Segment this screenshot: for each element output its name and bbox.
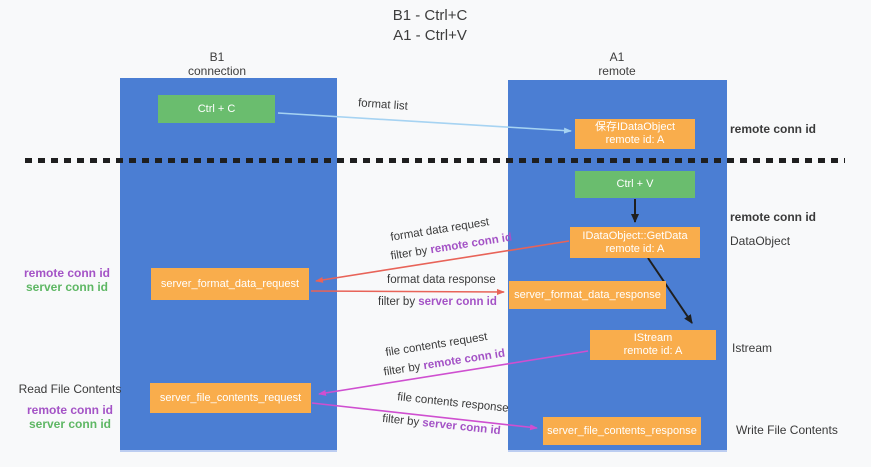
save-idataobject-node: 保存IDataObject remote id: A: [575, 119, 695, 149]
remote-conn-id-label-left2: remote conn id: [26, 403, 113, 417]
session-separator-dashed-line: [25, 158, 845, 163]
right-column-role: remote: [598, 64, 636, 78]
getdata-line1: IDataObject::GetData: [582, 229, 688, 242]
format-data-response-filter-label: filter by server conn id: [378, 296, 497, 308]
server-file-contents-request-label: server_file_contents_request: [159, 391, 302, 404]
server-conn-id-label-left: server conn id: [25, 280, 109, 294]
page-title: B1 - Ctrl+C A1 - Ctrl+V: [330, 6, 530, 46]
istream-label: Istream: [732, 341, 773, 355]
title-line-2: A1 - Ctrl+V: [393, 27, 467, 44]
filter-by-text: filter by: [389, 244, 432, 263]
idataobject-getdata-node: IDataObject::GetData remote id: A: [570, 227, 700, 258]
remote-conn-id-label-mid: remote conn id: [730, 210, 817, 224]
dataobject-label: DataObject: [730, 234, 791, 248]
read-file-contents-label: Read File Contents: [18, 382, 122, 396]
title-line-1: B1 - Ctrl+C: [392, 7, 468, 24]
remote-conn-id-label-left: remote conn id: [23, 266, 110, 280]
filter-by-text: filter by: [378, 296, 419, 308]
format-data-response-arrow: [310, 288, 505, 295]
left-column-header: B1 connection: [157, 50, 277, 78]
server-conn-id-text: server conn id: [421, 417, 502, 438]
server-file-contents-response-node: server_file_contents_response: [543, 417, 701, 445]
server-file-contents-request-node: server_file_contents_request: [150, 383, 311, 413]
left-column-name: B1: [209, 50, 225, 64]
save-idataobject-line1: 保存IDataObject: [594, 121, 676, 133]
istream-line1: IStream: [633, 332, 673, 344]
right-column-name: A1: [609, 50, 625, 64]
file-contents-response-filter-label: filter by server conn id: [382, 413, 501, 437]
remote-conn-id-label-top: remote conn id: [730, 122, 817, 136]
save-idataobject-line2: remote id: A: [605, 134, 665, 146]
istream-line2: remote id: A: [623, 345, 683, 357]
right-column-header: A1 remote: [557, 50, 677, 78]
ctrl-c-node: Ctrl + C: [158, 95, 275, 123]
write-file-contents-label: Write File Contents: [736, 423, 838, 437]
server-conn-id-text: server conn id: [418, 296, 497, 308]
server-conn-id-label-left2: server conn id: [28, 417, 112, 431]
left-column-role: connection: [187, 64, 247, 78]
ctrl-c-label: Ctrl + C: [197, 102, 236, 115]
server-format-data-response-node: server_format_data_response: [509, 281, 666, 309]
server-file-contents-response-label: server_file_contents_response: [547, 424, 697, 437]
filter-by-text: filter by: [382, 360, 425, 379]
server-format-data-request-node: server_format_data_request: [151, 268, 309, 300]
server-format-data-request-label: server_format_data_request: [160, 277, 300, 290]
ctrl-v-node: Ctrl + V: [575, 171, 695, 198]
format-list-label: format list: [357, 97, 409, 113]
server-format-data-response-label: server_format_data_response: [514, 288, 661, 301]
read-file-contents-group: Read File Contents remote conn id server…: [18, 382, 122, 431]
left-conn-id-group: remote conn id server conn id: [18, 266, 116, 294]
format-data-response-label: format data response: [387, 274, 496, 286]
filter-by-text: filter by: [381, 412, 423, 429]
istream-node: IStream remote id: A: [590, 330, 716, 360]
getdata-line2: remote id: A: [605, 242, 665, 255]
file-contents-response-label: file contents response: [396, 391, 510, 415]
ctrl-v-label: Ctrl + V: [616, 178, 654, 190]
